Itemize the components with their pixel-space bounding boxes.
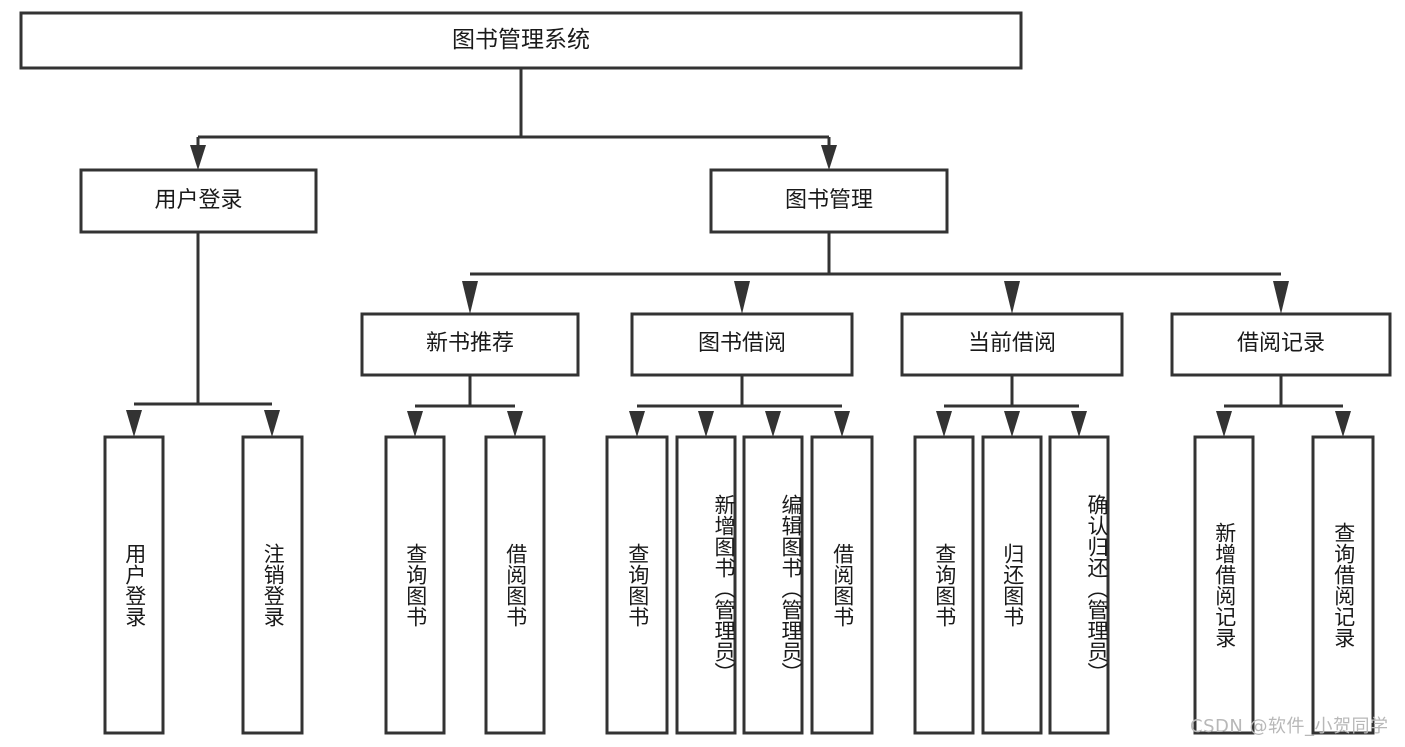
leaf-cb-confirm-text: 确认归还（管理员） <box>1085 493 1109 683</box>
leaf-cb-return-text: 归还图书 <box>1000 543 1025 627</box>
arrowhead-leaf-cb-confirm <box>1071 411 1087 437</box>
box-leaf-user-login[interactable] <box>103 435 165 735</box>
arrowhead-leaf-cb-query <box>936 411 952 437</box>
box-root-system[interactable] <box>19 11 1023 70</box>
arrowhead-leaf-bb-query <box>629 411 645 437</box>
label-current-borrow: 当前借阅 <box>902 314 1122 375</box>
box-leaf-cb-query-book[interactable] <box>913 435 975 735</box>
label-leaf-br-add-record: 新增借阅记录 <box>1195 437 1253 733</box>
arrowhead-current-borrow <box>1004 281 1020 314</box>
label-leaf-cb-confirm-return: 确认归还（管理员） <box>1050 437 1109 733</box>
label-leaf-nbr-query-book: 查询图书 <box>386 437 444 733</box>
box-current-borrow[interactable] <box>900 312 1124 377</box>
leaf-br-query-text: 查询借阅记录 <box>1331 522 1356 648</box>
label-leaf-logout: 注销登录 <box>243 437 302 733</box>
box-leaf-bb-borrow-book[interactable] <box>810 435 874 735</box>
arrowhead-leaf-br-add <box>1216 411 1232 437</box>
box-leaf-cb-return-book[interactable] <box>981 435 1043 735</box>
arrowhead-leaf-nbr-borrow <box>507 411 523 437</box>
arrowhead-leaf-cb-return <box>1004 411 1020 437</box>
box-user-login[interactable] <box>79 168 318 234</box>
box-leaf-bb-add-book[interactable] <box>675 435 737 735</box>
label-leaf-cb-query-book: 查询图书 <box>915 437 973 733</box>
label-leaf-bb-query-book: 查询图书 <box>607 437 667 733</box>
label-new-book-recommend: 新书推荐 <box>362 314 578 375</box>
leaf-bb-query-text: 查询图书 <box>625 543 650 627</box>
arrowhead-new-book-recommend <box>462 281 478 314</box>
label-leaf-cb-return-book: 归还图书 <box>983 437 1041 733</box>
user-login-text: 用户登录 <box>154 187 243 213</box>
label-leaf-bb-borrow-book: 借阅图书 <box>812 437 872 733</box>
root-title-text: 图书管理系统 <box>452 26 590 53</box>
box-new-book-recommend[interactable] <box>360 312 580 377</box>
leaf-nbr-query-text: 查询图书 <box>403 543 428 627</box>
leaf-logout-text: 注销登录 <box>261 543 286 627</box>
book-management-text: 图书管理 <box>784 187 873 213</box>
arrowhead-leaf-nbr-query <box>407 411 423 437</box>
label-borrow-record: 借阅记录 <box>1172 314 1390 375</box>
arrowhead-book-mgmt <box>821 145 837 170</box>
arrowhead-leaf-bb-edit <box>765 411 781 437</box>
label-leaf-nbr-borrow-book: 借阅图书 <box>486 437 544 733</box>
leaf-bb-borrow-text: 借阅图书 <box>830 543 855 627</box>
label-leaf-bb-add-book: 新增图书（管理员） <box>677 437 736 733</box>
leaf-bb-edit-text: 编辑图书（管理员） <box>779 493 803 683</box>
new-book-recommend-text: 新书推荐 <box>425 331 514 357</box>
arrowhead-leaf-user-login <box>126 410 142 437</box>
leaf-user-login-text: 用户登录 <box>122 543 147 627</box>
label-book-borrow: 图书借阅 <box>632 314 852 375</box>
arrowhead-user-login <box>190 145 206 170</box>
current-borrow-text: 当前借阅 <box>967 331 1056 357</box>
book-borrow-text: 图书借阅 <box>697 331 786 357</box>
leaf-br-add-text: 新增借阅记录 <box>1212 522 1237 648</box>
box-leaf-logout[interactable] <box>241 435 304 735</box>
label-root-system: 图书管理系统 <box>21 13 1021 68</box>
arrowhead-leaf-bb-add <box>698 411 714 437</box>
box-leaf-nbr-borrow-book[interactable] <box>484 435 546 735</box>
label-leaf-br-query-record: 查询借阅记录 <box>1313 437 1373 733</box>
arrowhead-leaf-logout <box>264 410 280 437</box>
box-leaf-bb-query-book[interactable] <box>605 435 669 735</box>
box-leaf-br-add-record[interactable] <box>1193 435 1255 735</box>
box-leaf-cb-confirm-return[interactable] <box>1048 435 1110 735</box>
leaf-cb-query-text: 查询图书 <box>932 543 957 627</box>
leaf-nbr-borrow-text: 借阅图书 <box>503 543 528 627</box>
label-leaf-bb-edit-book: 编辑图书（管理员） <box>744 437 803 733</box>
watermark-text: CSDN @软件_小贺同学 <box>1190 716 1389 737</box>
arrowhead-book-borrow <box>734 281 750 314</box>
box-leaf-nbr-query-book[interactable] <box>384 435 446 735</box>
leaf-bb-add-text: 新增图书（管理员） <box>712 493 736 683</box>
label-user-login: 用户登录 <box>81 170 316 232</box>
label-leaf-user-login: 用户登录 <box>105 437 163 733</box>
arrowhead-borrow-record <box>1273 281 1289 314</box>
arrowhead-leaf-bb-borrow <box>834 411 850 437</box>
arrowhead-leaf-br-query <box>1335 411 1351 437</box>
label-book-management: 图书管理 <box>711 170 947 232</box>
box-leaf-br-query-record[interactable] <box>1311 435 1375 735</box>
borrow-record-text: 借阅记录 <box>1236 331 1325 357</box>
